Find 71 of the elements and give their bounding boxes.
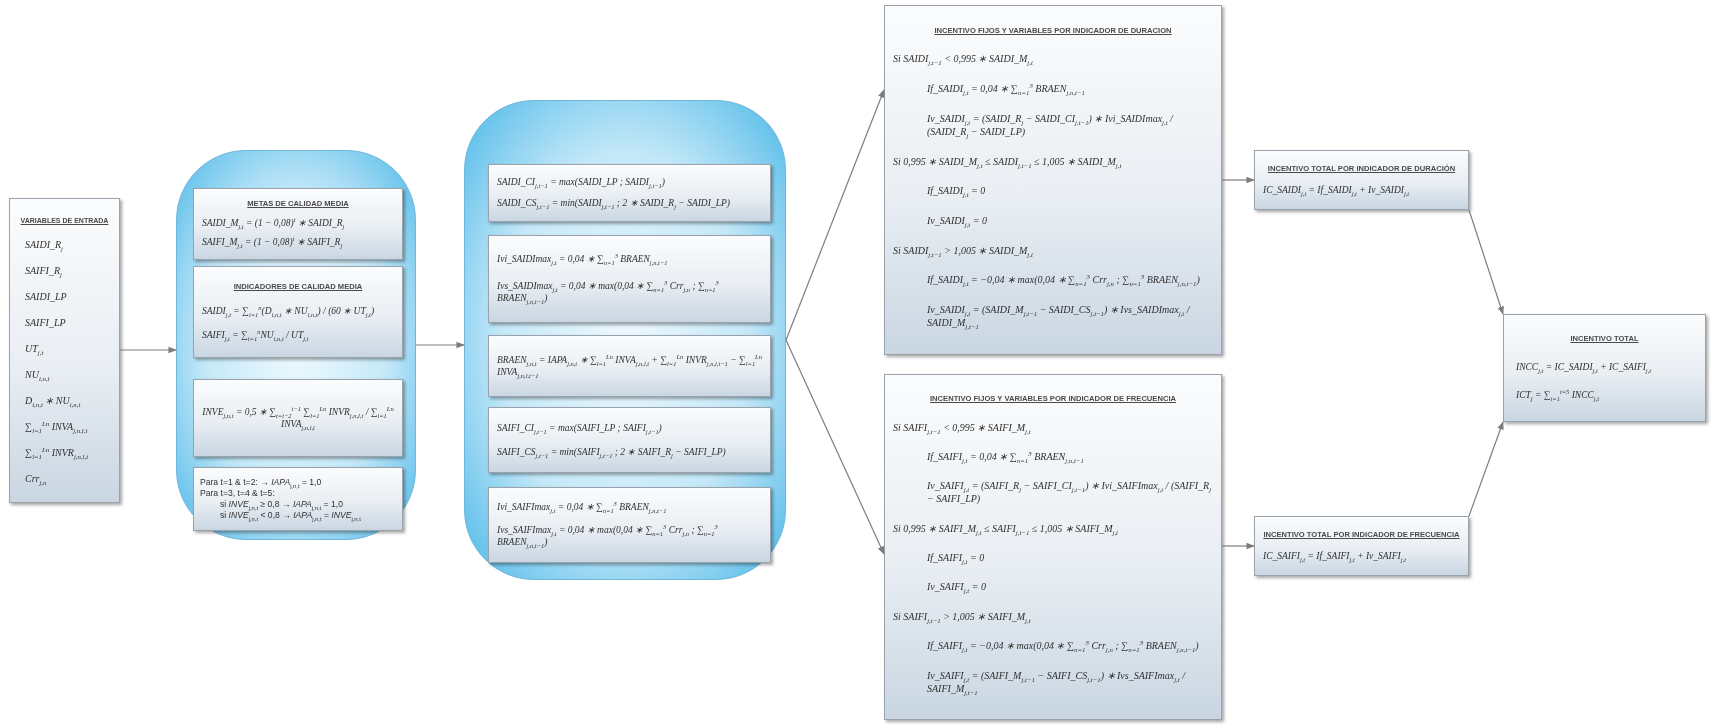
- formula-text: SAIFI$_{j,t}$ = ∑$_{i=1}$$^{n}$NU$_{i,n,t}$ / UT$_{j,t}$: [202, 329, 310, 342]
- formula-text: If_SAIDI$_{j,t}$ = 0: [926, 184, 987, 198]
- formula-text: Iv_SAIDI$_{j,t}$ = (SAIDI_R$_{j}$ − SAIDI_CI$_{j,t−1}$) ∗ Ivi_SAIDImax$_{j,t}$ / (SAIDI_R$_{j}$ − SAIDI_LP): [926, 111, 1175, 138]
- arrow: [1221, 542, 1255, 550]
- formula-text: Ivi_SAIDImax$_{j,t}$ = 0,04 ∗ ∑$_{n=1}$$^{3}$ BRAEN$_{j,n,t−1}$: [497, 253, 669, 266]
- rounded-panel: [464, 100, 786, 580]
- formula-text: Si 0,995 ∗ SAIDI_M$_{j,t}$ ≤ SAIDI$_{j,t−1}$ ≤ 1,005 ∗ SAIDI_M$_{j,t}$: [893, 154, 1123, 168]
- arrow: [785, 89, 885, 341]
- formula-card: [1503, 314, 1706, 422]
- variable-name: SAIFI_LP: [24, 316, 67, 329]
- formula-text: Ivi_SAIFImax$_{j,t}$ = 0,04 ∗ ∑$_{n=1}$$^{3}$ BRAEN$_{j,n,t−1}$: [497, 501, 668, 514]
- formula-card: [488, 235, 771, 323]
- formula-card: [488, 335, 771, 397]
- formula-text: Si SAIFI$_{j,t−1}$ < 0,995 ∗ SAIFI_M$_{j,t}$: [893, 420, 1032, 434]
- formula-text: SAIFI_M$_{j,t}$ = (1 − 0,08)$^{t}$ ∗ SAIFI_R$_{j}$: [202, 236, 344, 249]
- formula-card: [193, 188, 403, 260]
- formula-text: SAIFI_CS$_{j,t−1}$ = min(SAIFI$_{j,t−1}$ ; 2 ∗ SAIFI_R$_{j}$ − SAIFI_LP): [497, 445, 727, 458]
- arrow: [415, 341, 465, 349]
- formula-text: Si SAIFI$_{j,t−1}$ > 1,005 ∗ SAIFI_M$_{j,t}$: [893, 609, 1032, 623]
- formula-card: [1254, 150, 1469, 210]
- arrow: [1468, 421, 1504, 517]
- formula-text: If_SAIDI$_{j,t}$ = −0,04 ∗ max(0,04 ∗ ∑$_{n=1}$$^{3}$ Crr$_{j,n}$ ; ∑$_{n=1}$$^{3}$ BRAEN$_{j,n,t−1}$): [926, 273, 1201, 287]
- formula-card: [9, 198, 120, 503]
- formula-text: SAIDI_M$_{j,t}$ = (1 − 0,08)$^{t}$ ∗ SAIDI_R$_{j}$: [202, 216, 346, 229]
- rule-text: Para t=1 & t=2: → IAPA$_{j,n,t}$ = 1,0: [200, 476, 323, 488]
- formula-text: IC_SAIFI$_{j,t}$ = If_SAIFI$_{j,t}$ + Iv_SAIFI$_{j,t}$: [1263, 549, 1407, 563]
- formula-text: Iv_SAIFI$_{j,t}$ = (SAIFI_M$_{j,t−1}$ − SAIFI_CS$_{j,t−1}$) ∗ Ivs_SAIFImax$_{j,t}$ / SAIFI_M$_{j,t−1}$: [926, 668, 1187, 695]
- formula-text: Si SAIDI$_{j,t−1}$ < 0,995 ∗ SAIDI_M$_{j,t}$: [893, 52, 1034, 66]
- formula-text: Iv_SAIDI$_{j,t}$ = 0: [926, 214, 988, 227]
- variable-name: SAIDI_LP: [24, 290, 68, 304]
- formula-card: [488, 487, 771, 563]
- arrow: [1468, 209, 1504, 315]
- formula-text: If_SAIDI$_{j,t}$ = 0,04 ∗ ∑$_{n=1}$$^{3}$ BRAEN$_{j,n,t−1}$: [926, 82, 1086, 96]
- formula-card: [193, 266, 403, 358]
- formula-card: [884, 374, 1222, 720]
- variable-name: NU$_{i,n,t}$: [24, 368, 51, 381]
- arrow: [785, 339, 885, 555]
- rounded-panel: [176, 150, 416, 540]
- formula-text: Iv_SAIFI$_{j,t}$ = 0: [926, 580, 987, 594]
- formula-card: [488, 164, 771, 222]
- arrow: [119, 346, 177, 354]
- variable-name: SAIFI_R$_{j}$: [24, 264, 63, 278]
- formula-text: Si SAIDI$_{j,t−1}$ > 1,005 ∗ SAIDI_M$_{j,t}$: [893, 243, 1034, 257]
- rule-text: Para t=3, t=4 & t=5:: [200, 487, 276, 499]
- arrow: [1221, 176, 1255, 184]
- formula-text: If_SAIFI$_{j,t}$ = 0,04 ∗ ∑$_{n=1}$$^{3}$ BRAEN$_{j,n,t−1}$: [926, 450, 1085, 463]
- formula-text: If_SAIFI$_{j,t}$ = 0: [926, 551, 986, 565]
- formula-text: ICT$_{j}$ = ∑$_{t=1}$$^{t=5}$ INCC$_{j,t}$: [1516, 389, 1601, 402]
- variable-name: ∑$_{l=1}$$^{Ln}$ INVR$_{j,n,l,t}$: [24, 445, 90, 459]
- variable-name: UT$_{j,t}$: [24, 342, 45, 355]
- formula-text: SAIDI_CI$_{j,t−1}$ = max(SAIDI_LP ; SAIDI$_{j,t−1}$): [497, 176, 666, 189]
- formula-card: [884, 5, 1222, 355]
- variable-name: ∑$_{l=1}$$^{Ln}$ INVA$_{j,n,l,t}$: [24, 419, 89, 433]
- formula-text: SAIDI_CS$_{j,t−1}$ = min(SAIDI$_{j,t−1}$ ; 2 ∗ SAIDI_R$_{j}$ − SAIDI_LP): [497, 197, 731, 210]
- formula-text: INCC$_{j,t}$ = IC_SAIDI$_{j,t}$ + IC_SAIFI$_{j,t}$: [1516, 360, 1653, 373]
- formula-card: [1254, 516, 1469, 576]
- formula-text: SAIDI$_{j,t}$ = ∑$_{i=1}$$^{n}$(D$_{i,n,t}$ ∗ NU$_{i,n,t}$) / (60 ∗ UT$_{j,t}$): [202, 304, 376, 317]
- formula-card: [193, 467, 403, 531]
- formula-text: If_SAIFI$_{j,t}$ = −0,04 ∗ max(0,04 ∗ ∑$_{n=1}$$^{3}$ Crr$_{j,n}$ ; ∑$_{n=1}$$^{3}$ BRAEN$_{j,n,t−1}$): [926, 639, 1200, 653]
- formula-text: Si 0,995 ∗ SAIFI_M$_{j,t}$ ≤ SAIFI$_{j,t−1}$ ≤ 1,005 ∗ SAIFI_M$_{j,t}$: [893, 521, 1119, 535]
- variable-name: D$_{i,n,t}$ ∗ NU$_{i,n,t}$: [24, 393, 82, 407]
- formula-card: [488, 407, 771, 473]
- variable-name: Crr$_{j,n}$: [24, 471, 48, 485]
- formula-card: [193, 379, 403, 457]
- formula-text: Iv_SAIDI$_{j,t}$ = (SAIDI_M$_{j,t−1}$ − SAIDI_CS$_{j,t−1}$) ∗ Ivs_SAIDImax$_{j,t}$ / SAIDI_M$_{j,t−1}$: [926, 303, 1191, 330]
- rule-text: si INVE$_{j,n,t}$ < 0,8 → IAPA$_{j,n,t}$ = INVE$_{j,n,t}$: [219, 510, 362, 522]
- rule-text: si INVE$_{j,n,t}$ ≥ 0,8 → IAPA$_{j,n,t}$ = 1,0: [219, 499, 344, 511]
- formula-text: IC_SAIDI$_{j,t}$ = If_SAIDI$_{j,t}$ + Iv_SAIDI$_{j,t}$: [1263, 183, 1411, 197]
- variable-name: SAIDI_R$_{j}$: [24, 238, 64, 252]
- formula-text: Iv_SAIFI$_{j,t}$ = (SAIFI_R$_{j}$ − SAIFI_CI$_{j,t−1}$) ∗ Ivi_SAIFImax$_{j,t}$ / (SAIFI_R$_{j}$ − SAIFI_LP): [926, 479, 1213, 506]
- formula-text: SAIFI_CI$_{j,t−1}$ = max(SAIFI_LP ; SAIFI$_{j,t−1}$): [497, 422, 663, 435]
